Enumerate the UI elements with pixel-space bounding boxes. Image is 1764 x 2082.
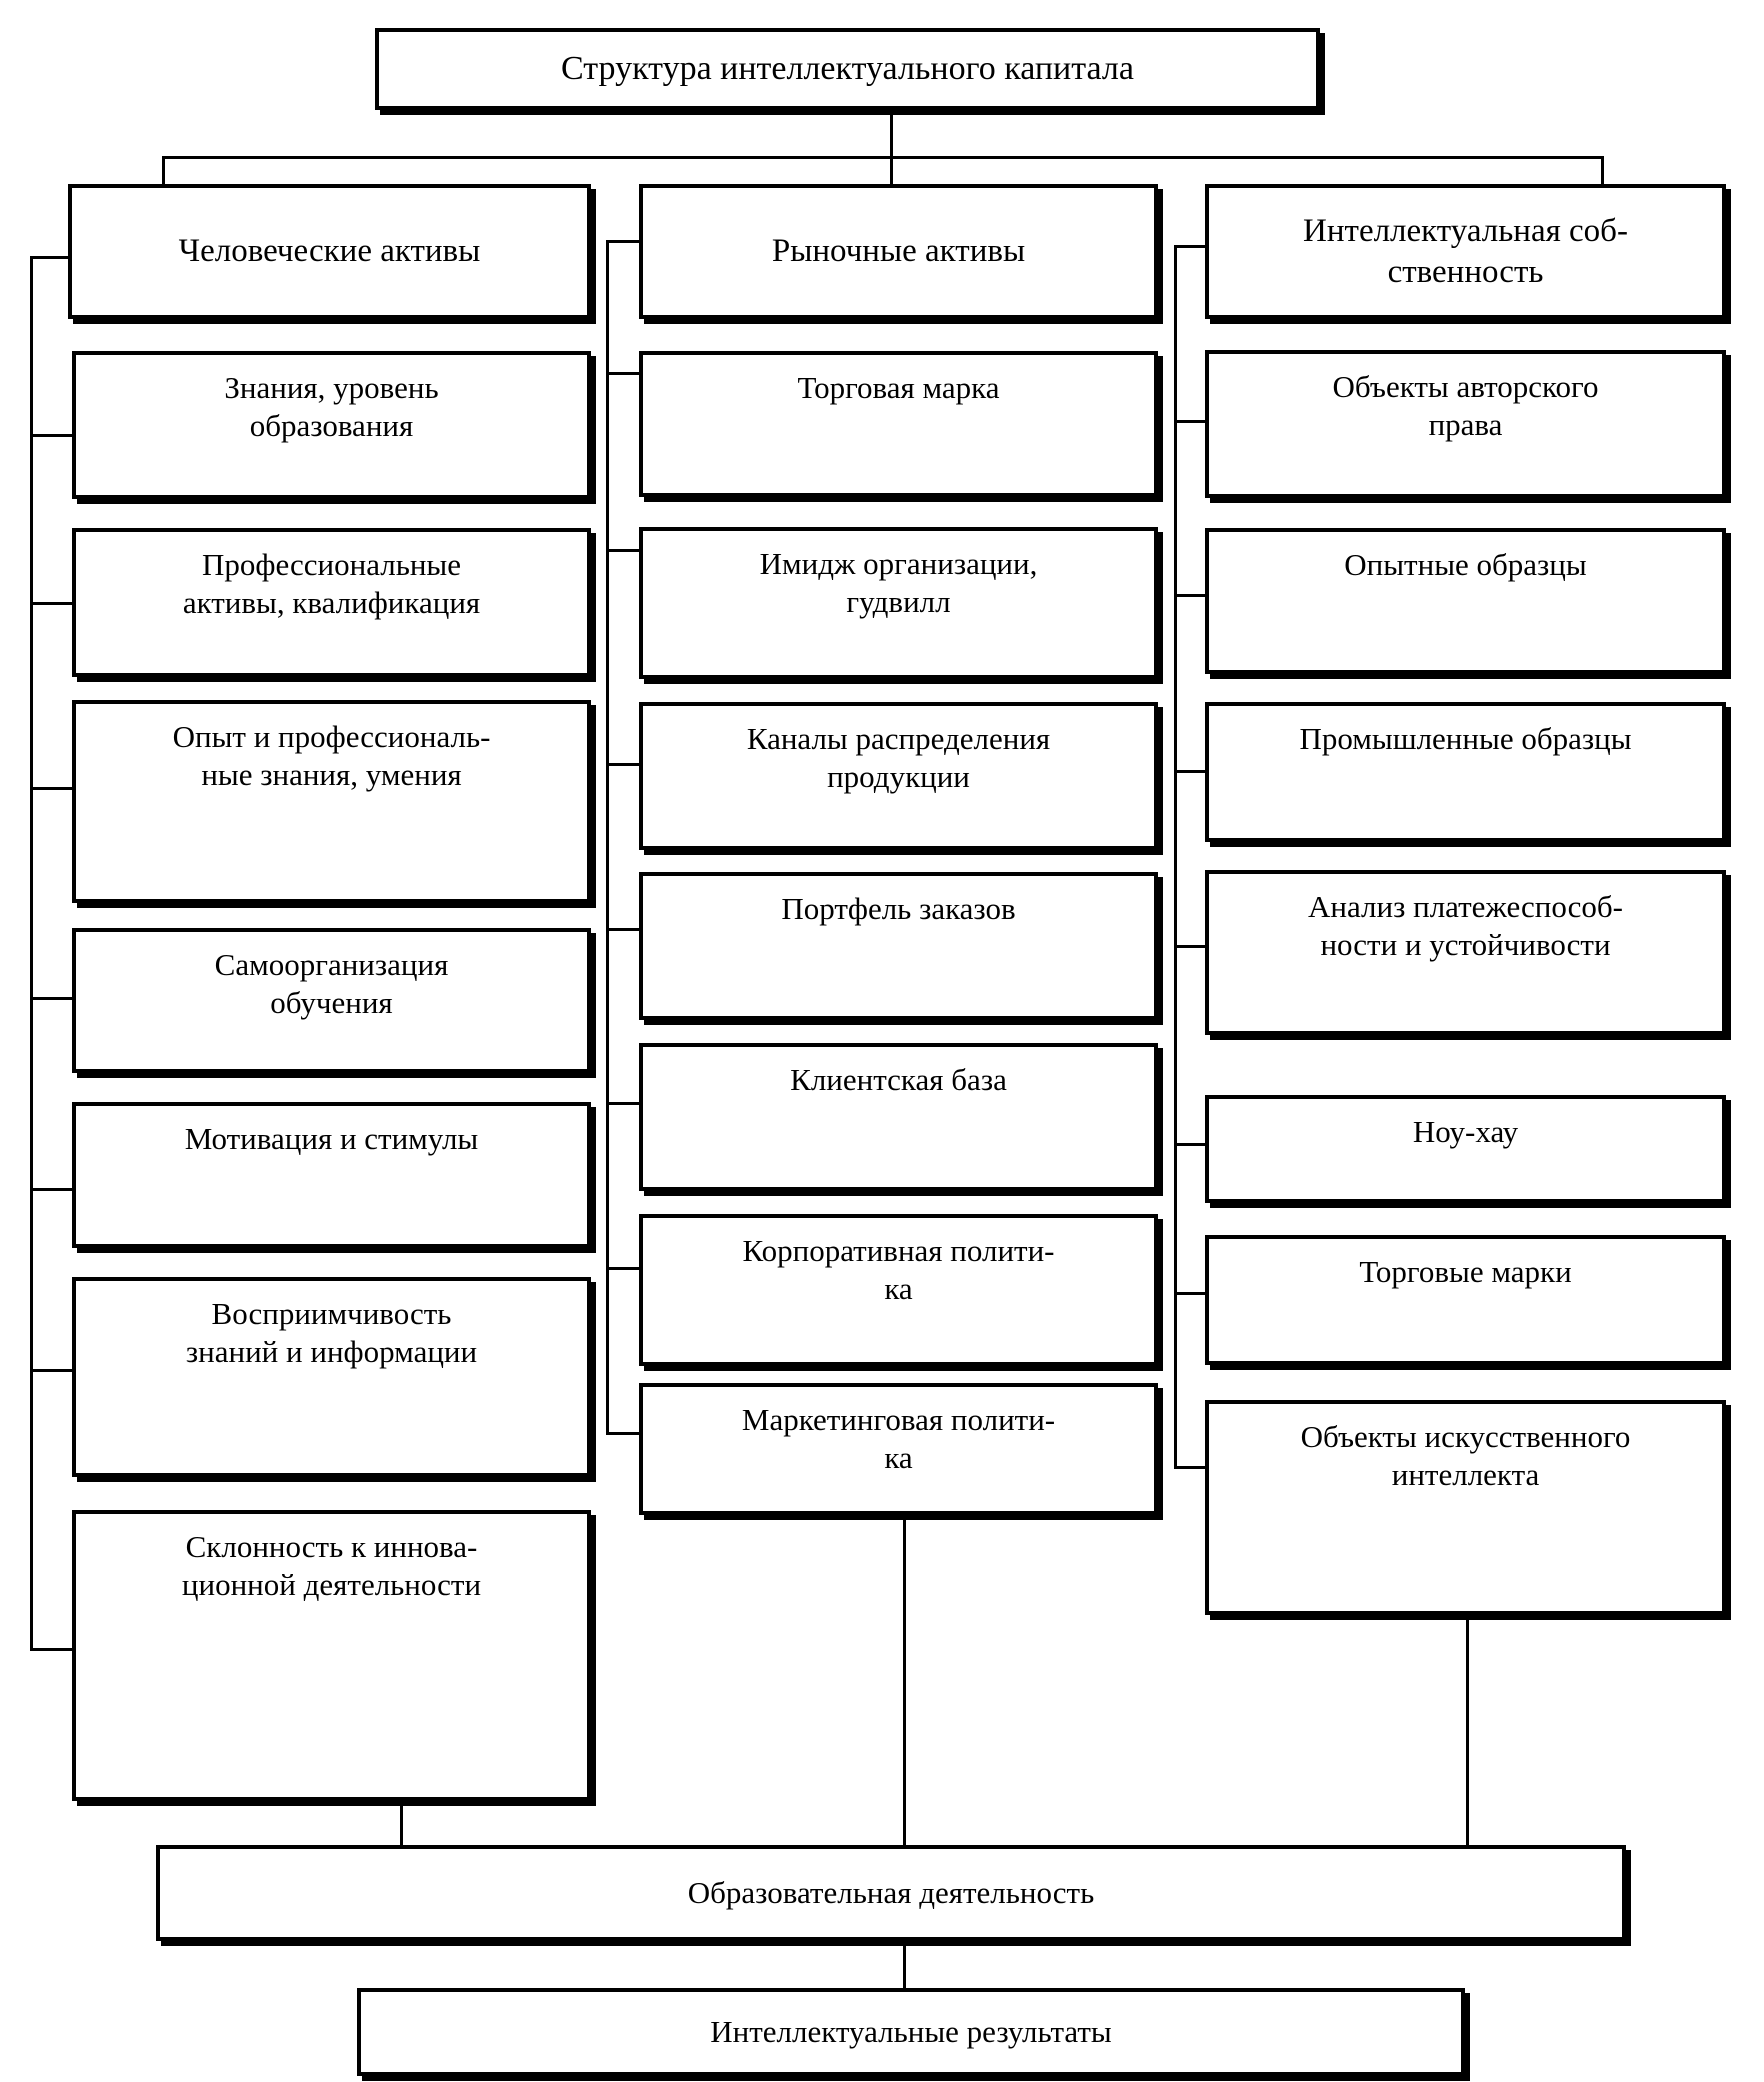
item-label: Корпоративная полити- ка (742, 1233, 1055, 1306)
human-to-footer-stem (400, 1801, 403, 1845)
tick-market-5 (606, 1102, 639, 1105)
footer-box-intellectual-results: Интеллектуальные результаты (357, 1988, 1465, 2076)
tick-human-5 (30, 1188, 72, 1191)
item-ip-2: Опытные образцы (1205, 528, 1726, 674)
tick-ip-6 (1174, 1292, 1205, 1295)
item-label: Торговая марка (797, 370, 1000, 405)
item-label: Опытные образцы (1344, 547, 1587, 582)
item-label: Самоорганизация обучения (214, 947, 449, 1020)
title-stem (890, 110, 893, 158)
item-label: Портфель заказов (781, 891, 1016, 926)
footer-box-label: Образовательная деятельность (687, 1875, 1095, 1911)
ip-to-footer-stem (1466, 1615, 1469, 1845)
header-bus (162, 156, 1604, 159)
item-human-1: Знания, уровень образования (72, 351, 591, 499)
item-label: Торговые марки (1359, 1254, 1572, 1289)
item-market-2: Имидж организации, гудвилл (639, 527, 1158, 679)
footer-box-educational-activity: Образовательная деятельность (156, 1845, 1626, 1941)
tick-human-header (30, 256, 72, 259)
tick-human-3 (30, 787, 72, 790)
item-market-5: Клиентская база (639, 1043, 1158, 1191)
item-label: Знания, уровень образования (224, 370, 439, 443)
tick-human-7 (30, 1648, 72, 1651)
item-label: Восприимчивость знаний и информации (185, 1296, 478, 1369)
tick-ip-header (1174, 245, 1205, 248)
tick-ip-3 (1174, 770, 1205, 773)
item-human-5: Мотивация и стимулы (72, 1102, 591, 1248)
tick-human-4 (30, 997, 72, 1000)
column-header-intellectual-property: Интеллектуальная соб- ственность (1205, 184, 1726, 319)
item-market-7: Маркетинговая полити- ка (639, 1383, 1158, 1515)
market-to-footer-stem (903, 1515, 906, 1845)
header-drop-right (1601, 156, 1604, 184)
item-market-6: Корпоративная полити- ка (639, 1214, 1158, 1366)
column-header-label: Человеческие активы (178, 233, 481, 270)
item-ip-1: Объекты авторского права (1205, 350, 1726, 498)
item-label: Анализ платежеспособ- ности и устойчивос… (1308, 889, 1623, 962)
tick-market-4 (606, 928, 639, 931)
item-ip-3: Промышленные образцы (1205, 702, 1726, 842)
tick-market-7 (606, 1432, 639, 1435)
item-label: Профессиональные активы, квалификация (182, 547, 481, 620)
title-box-label: Структура интеллектуального капитала (561, 50, 1134, 88)
tick-ip-1 (1174, 420, 1205, 423)
tick-human-2 (30, 602, 72, 605)
item-human-2: Профессиональные активы, квалификация (72, 528, 591, 677)
column-header-human-assets: Человеческие активы (68, 184, 591, 319)
header-drop-mid (890, 156, 893, 184)
item-label: Маркетинговая полити- ка (741, 1402, 1056, 1475)
item-human-7: Склонность к иннова- ционной деятельност… (72, 1510, 591, 1801)
tick-ip-7 (1174, 1466, 1205, 1469)
header-drop-left (162, 156, 165, 184)
tick-market-6 (606, 1267, 639, 1270)
tick-human-6 (30, 1369, 72, 1372)
item-label: Каналы распределения продукции (746, 721, 1051, 794)
spine-market-assets (606, 240, 609, 1435)
column-header-market-assets: Рыночные активы (639, 184, 1158, 319)
item-ip-4: Анализ платежеспособ- ности и устойчивос… (1205, 870, 1726, 1035)
item-human-3: Опыт и профессиональ- ные знания, умения (72, 700, 591, 903)
tick-human-1 (30, 434, 72, 437)
item-ip-6: Торговые марки (1205, 1235, 1726, 1365)
tick-market-3 (606, 763, 639, 766)
tick-market-1 (606, 372, 639, 375)
item-human-4: Самоорганизация обучения (72, 928, 591, 1073)
tick-ip-5 (1174, 1143, 1205, 1146)
column-header-label: Рыночные активы (771, 233, 1026, 270)
footer-connector (903, 1941, 906, 1988)
item-ip-5: Ноу-хау (1205, 1095, 1726, 1203)
item-label: Объекты искусственного интеллекта (1300, 1419, 1631, 1492)
item-market-1: Торговая марка (639, 351, 1158, 497)
item-label: Склонность к иннова- ционной деятельност… (181, 1529, 482, 1602)
column-header-label: Интеллектуальная соб- ственность (1303, 213, 1628, 290)
tick-market-header (606, 240, 639, 243)
item-label: Клиентская база (790, 1062, 1007, 1097)
item-label: Имидж организации, гудвилл (759, 546, 1038, 619)
tick-ip-2 (1174, 594, 1205, 597)
item-label: Промышленные образцы (1299, 721, 1632, 756)
item-human-6: Восприимчивость знаний и информации (72, 1277, 591, 1477)
item-label: Мотивация и стимулы (184, 1121, 479, 1156)
item-label: Объекты авторского права (1332, 369, 1599, 442)
tick-market-2 (606, 549, 639, 552)
title-box: Структура интеллектуального капитала (375, 28, 1320, 110)
footer-box-label: Интеллектуальные результаты (710, 2014, 1112, 2050)
spine-human-assets (30, 256, 33, 1650)
spine-intellectual-property (1174, 245, 1177, 1468)
item-market-4: Портфель заказов (639, 872, 1158, 1020)
tick-ip-4 (1174, 945, 1205, 948)
item-market-3: Каналы распределения продукции (639, 702, 1158, 850)
item-label: Ноу-хау (1412, 1114, 1519, 1149)
item-ip-7: Объекты искусственного интеллекта (1205, 1400, 1726, 1615)
item-label: Опыт и профессиональ- ные знания, умения (172, 719, 491, 792)
